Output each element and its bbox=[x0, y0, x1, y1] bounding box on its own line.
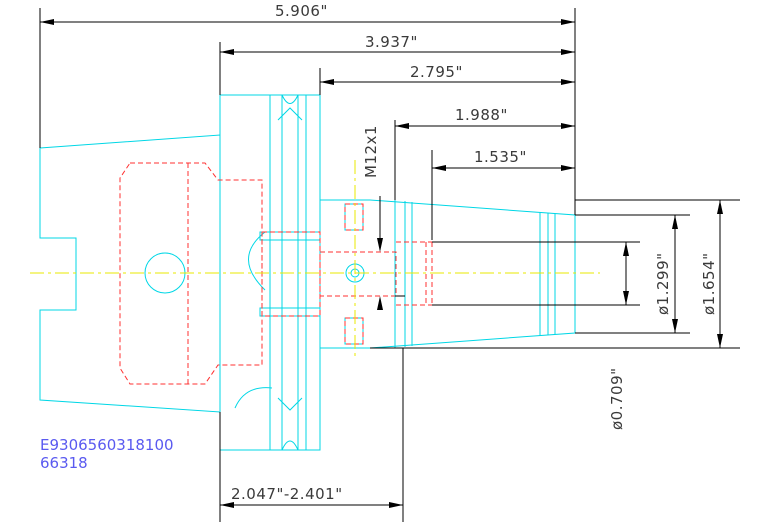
dim-length-to-flange: 3.937" bbox=[365, 33, 418, 51]
dim-bore-depth: 1.535" bbox=[474, 148, 527, 166]
hidden-lines bbox=[119, 162, 433, 385]
centerlines bbox=[30, 160, 600, 360]
part-number: E9306560318100 66318 bbox=[40, 436, 174, 472]
dim-bore-diameter: ø0.709" bbox=[608, 367, 626, 430]
dim-range: 2.047"-2.401" bbox=[231, 485, 343, 503]
dim-outer-diameter: ø1.654" bbox=[700, 252, 718, 315]
arrowheads bbox=[40, 19, 723, 508]
tool-body-outline bbox=[39, 94, 576, 451]
dim-nose-length: 1.988" bbox=[455, 106, 508, 124]
dim-gauge-length: 2.795" bbox=[410, 63, 463, 81]
dimension-lines bbox=[39, 8, 740, 522]
part-number-line2: 66318 bbox=[40, 454, 88, 472]
dim-thread: M12x1 bbox=[362, 125, 380, 178]
dim-inner-diameter: ø1.299" bbox=[654, 252, 672, 315]
part-number-line1: E9306560318100 bbox=[40, 436, 174, 454]
dim-overall-length: 5.906" bbox=[275, 2, 328, 20]
